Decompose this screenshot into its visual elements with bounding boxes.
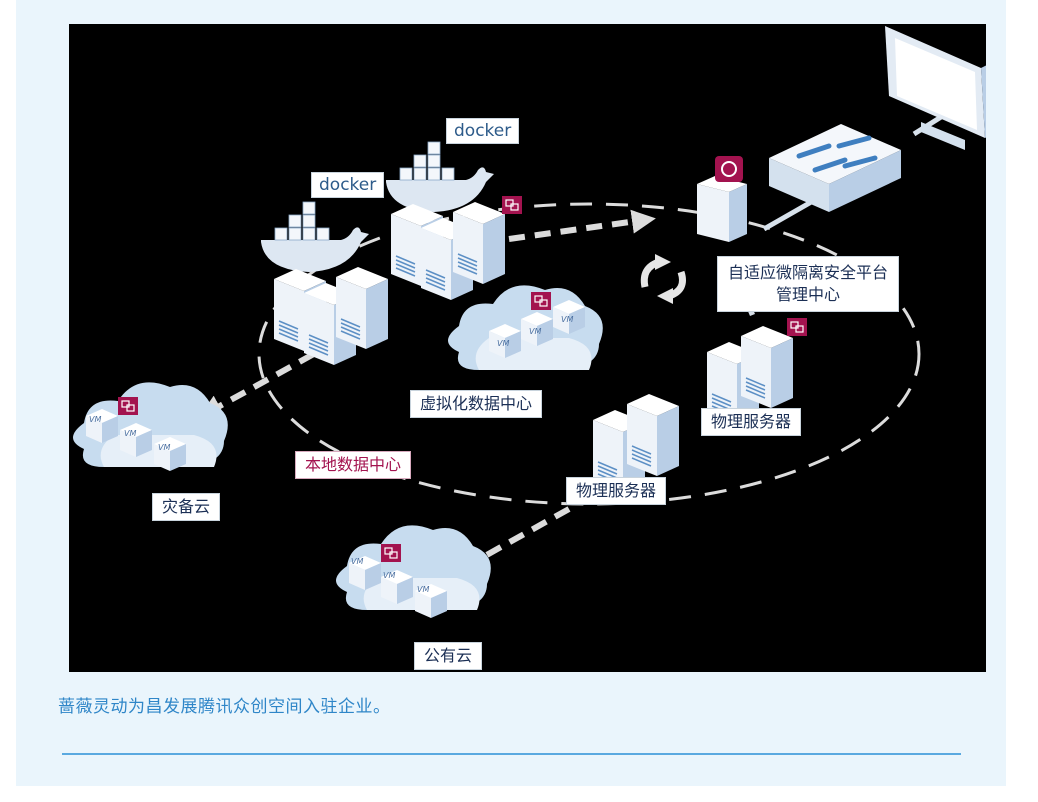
svg-text:VM: VM [351, 557, 363, 566]
network-switch [769, 124, 901, 212]
figure-caption: 蔷薇灵动为昌发展腾讯众创空间入驻企业。 [58, 697, 391, 717]
local-dc-label: 本地数据中心 [295, 451, 412, 479]
physical-server-label-2: 物理服务器 [566, 477, 667, 505]
public-cloud [336, 525, 491, 618]
virtual-dc-cloud [448, 285, 603, 370]
docker-label-left: docker [311, 172, 385, 198]
monitor-icon [885, 26, 986, 150]
virtual-dc-label: 虚拟化数据中心 [410, 390, 543, 418]
vm-labels: VM VM VM VM VM VM VM VM VM [89, 315, 573, 594]
docker-servers-right [390, 201, 506, 301]
divider-line [62, 753, 961, 755]
svg-text:VM: VM [497, 339, 509, 348]
svg-text:VM: VM [417, 585, 429, 594]
local-dc-orbit [257, 202, 921, 506]
microseg-badge-docker [501, 195, 523, 215]
content-panel: VM VM VM VM VM VM VM VM VM docker docker… [16, 0, 1006, 786]
sync-icon [640, 258, 686, 300]
svg-text:VM: VM [561, 315, 573, 324]
architecture-diagram: VM VM VM VM VM VM VM VM VM docker docker… [69, 24, 986, 672]
docker-whale-right [385, 141, 495, 213]
diagram-canvas: VM VM VM VM VM VM VM VM VM [73, 26, 986, 618]
management-server [697, 156, 747, 242]
svg-text:VM: VM [89, 415, 101, 424]
docker-servers-left [273, 266, 389, 366]
shield-icon [715, 156, 743, 182]
platform-label-line2: 管理中心 [776, 285, 841, 304]
physical-server-label-1: 物理服务器 [701, 408, 802, 436]
docker-whale-left [260, 201, 370, 273]
svg-text:VM: VM [529, 327, 541, 336]
svg-text:VM: VM [124, 429, 136, 438]
platform-label-line1: 自适应微隔离安全平台 [728, 263, 889, 282]
disaster-cloud [73, 382, 228, 471]
platform-label: 自适应微隔离安全平台 管理中心 [717, 256, 900, 312]
svg-text:VM: VM [383, 571, 395, 580]
docker-label-right: docker [446, 118, 520, 144]
svg-text:VM: VM [158, 443, 170, 452]
arrow-to-platform [508, 209, 656, 242]
disaster-cloud-label: 灾备云 [152, 493, 221, 521]
public-cloud-label: 公有云 [414, 642, 483, 670]
